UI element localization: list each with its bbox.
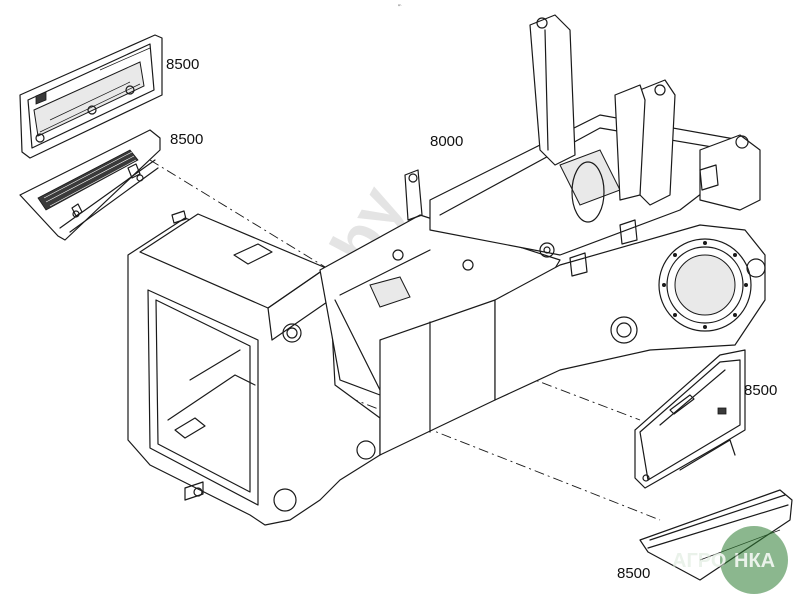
logo-circle — [720, 526, 788, 594]
agronka-logo: АГРО НКА — [672, 526, 788, 594]
right-panel-part[interactable] — [634, 349, 746, 489]
logo-text-left: АГРО — [672, 550, 726, 572]
assembly-lines — [149, 159, 661, 521]
corner-mark: ″‵ — [398, 4, 402, 11]
callout-top-panel[interactable]: 8500 — [166, 56, 199, 73]
main-frame-part[interactable] — [127, 14, 766, 526]
top-grille-part[interactable] — [19, 129, 161, 241]
logo-text-right: НКА — [734, 550, 775, 572]
callout-bottom-plate[interactable]: 8500 — [617, 565, 650, 582]
callout-top-grille[interactable]: 8500 — [170, 131, 203, 148]
callout-right-panel[interactable]: 8500 — [744, 382, 777, 399]
top-panel-part[interactable] — [19, 34, 163, 159]
callout-main-frame[interactable]: 8000 — [430, 133, 463, 150]
